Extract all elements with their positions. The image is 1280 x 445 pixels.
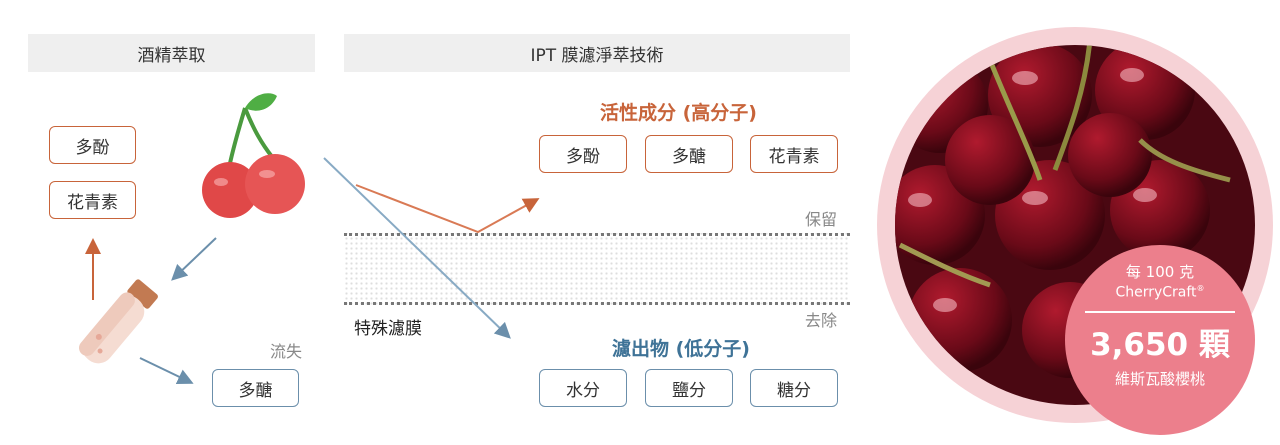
lost-label: 流失 <box>270 342 303 361</box>
badge-per-100g: 每 100 克 <box>1125 263 1195 281</box>
retained-item-polyphenol: 多酚 <box>539 135 627 173</box>
test-tube-icon <box>79 279 158 364</box>
extracted-item-anthocyanin: 花青素 <box>49 181 136 219</box>
badge-count: 3,650 顆 <box>1090 326 1230 363</box>
section-header-ipt-membrane: IPT 膜濾淨萃技術 <box>344 34 850 72</box>
filter-membrane <box>344 233 850 305</box>
extracted-item-polyphenol: 多酚 <box>49 126 136 164</box>
registered-mark: ® <box>1196 284 1205 293</box>
section-header-alcohol-extraction: 酒精萃取 <box>28 34 315 72</box>
filtrate-item-water: 水分 <box>539 369 627 407</box>
badge-brand: CherryCraft® <box>1065 284 1255 301</box>
retained-item-polysaccharide: 多醣 <box>645 135 733 173</box>
badge-divider <box>1085 310 1235 313</box>
keep-label: 保留 <box>805 210 838 229</box>
filtrate-item-salt: 鹽分 <box>645 369 733 407</box>
remove-label: 去除 <box>805 311 838 330</box>
cherry-icon <box>202 93 305 218</box>
flow-arrows-left <box>85 237 217 385</box>
membrane-label: 特殊濾膜 <box>354 319 422 339</box>
filtrate-title: 濾出物 (低分子) <box>612 338 750 360</box>
retained-title: 活性成分 (高分子) <box>600 102 757 124</box>
count-badge: 每 100 克 CherryCraft® 3,650 顆 維斯瓦酸櫻桃 <box>1065 245 1255 435</box>
badge-caption: 維斯瓦酸櫻桃 <box>1114 369 1205 388</box>
cherry-photo <box>877 27 1273 423</box>
filtrate-item-sugar: 糖分 <box>750 369 838 407</box>
badge-brand-name: CherryCraft <box>1115 284 1197 301</box>
retained-item-anthocyanin: 花青素 <box>750 135 838 173</box>
flow-arrows-membrane <box>323 157 540 339</box>
lost-item-polysaccharide: 多醣 <box>212 369 299 407</box>
